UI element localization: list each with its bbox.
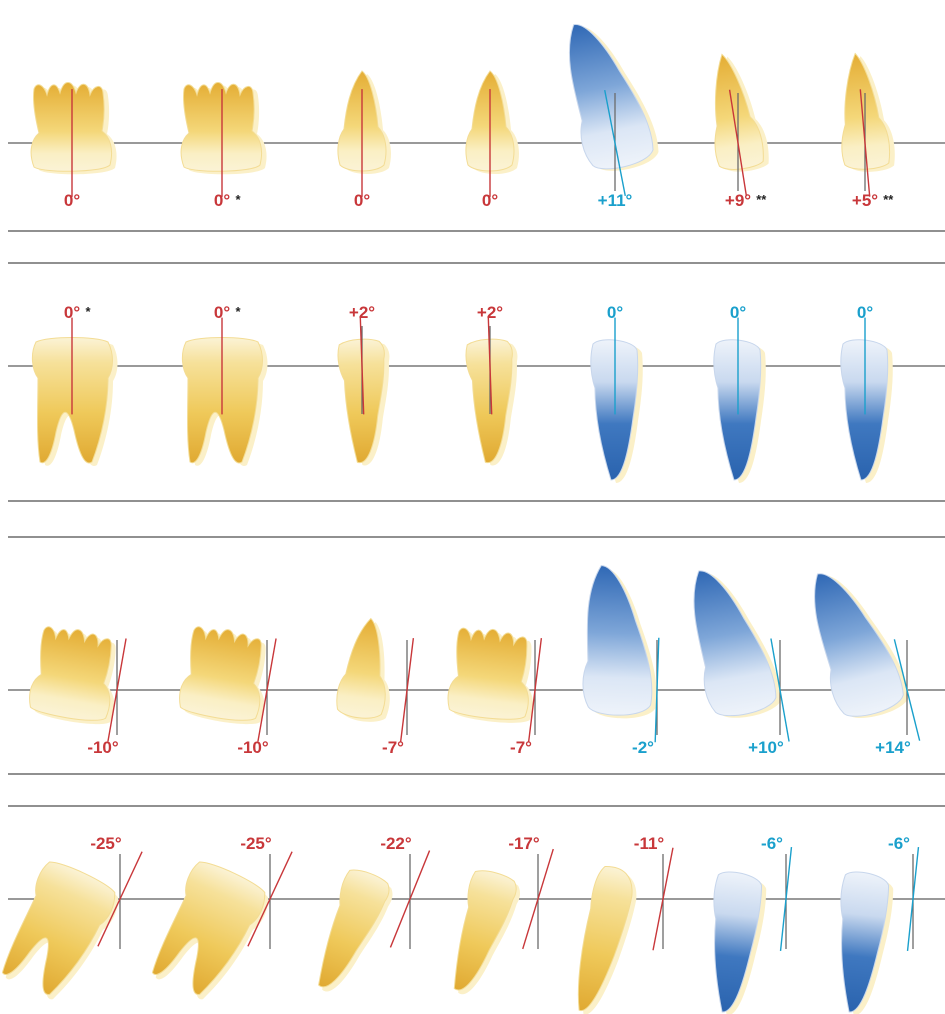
tooth-incisor <box>591 340 643 483</box>
row-4 <box>0 856 895 1014</box>
tooth-body <box>27 623 122 724</box>
tooth <box>438 866 524 1002</box>
angle-label: -17° <box>508 834 540 853</box>
angle-label: -7° <box>510 738 532 757</box>
tooth-body <box>685 561 779 720</box>
significance-stars: * <box>236 192 242 207</box>
tooth-molar <box>26 623 126 728</box>
angle-label: 0° <box>730 303 746 322</box>
tooth-molar <box>182 338 267 466</box>
tooth <box>338 71 391 174</box>
angle-label: +11° <box>598 191 633 210</box>
tooth <box>465 338 521 466</box>
tooth <box>466 71 519 174</box>
angle-label: 0° <box>64 191 80 210</box>
angle-label: -6° <box>888 834 910 853</box>
angle-label: 0° <box>857 303 873 322</box>
angle-label: 0° <box>354 191 370 210</box>
angle-label: 0° <box>482 191 498 210</box>
angle-label: 0° <box>214 191 230 210</box>
angle-label: -7° <box>382 738 404 757</box>
row-2 <box>32 338 892 484</box>
tooth-molar <box>176 623 276 728</box>
angle-label: -10° <box>87 738 119 757</box>
tooth-molar <box>181 83 266 175</box>
angle-label: +5° <box>852 191 878 210</box>
tooth-body <box>804 561 907 722</box>
angle-label: +2° <box>349 303 375 322</box>
angle-label: -25° <box>240 834 272 853</box>
tooth <box>334 616 399 725</box>
tooth-body <box>304 865 393 997</box>
tooth-incisor <box>841 340 893 483</box>
angle-label: +2° <box>477 303 503 322</box>
tooth-molar <box>31 83 116 175</box>
tooth-molar <box>446 625 542 727</box>
angle-label: -2° <box>632 738 654 757</box>
tooth-molar <box>144 856 275 1008</box>
angle-label: -11° <box>634 834 665 853</box>
angle-label: 0° <box>607 303 623 322</box>
angle-label: -22° <box>380 834 412 853</box>
angle-label: -10° <box>237 738 269 757</box>
tooth-incisor <box>685 561 784 724</box>
angle-label: 0° <box>64 303 80 322</box>
tooth-body <box>177 623 272 724</box>
tooth <box>701 50 772 176</box>
significance-stars: ** <box>756 192 767 207</box>
tooth-incisor <box>714 340 766 483</box>
row-1 <box>31 13 896 176</box>
tooth-molar <box>32 338 117 466</box>
tooth-incisor <box>560 13 662 176</box>
tooth-molar <box>0 856 125 1008</box>
angle-label: +14° <box>875 738 911 757</box>
tooth-axis-lines <box>390 851 429 949</box>
tooth-incisor <box>702 870 769 1014</box>
tooth <box>570 864 642 1014</box>
tooth <box>337 338 393 466</box>
tooth-incisor <box>582 565 661 720</box>
tooth-body <box>446 625 537 723</box>
angle-label: -6° <box>761 834 783 853</box>
tooth-incisor <box>804 560 913 725</box>
angle-label: -25° <box>90 834 122 853</box>
significance-stars: * <box>236 304 242 319</box>
significance-stars: * <box>86 304 92 319</box>
angle-label: +9° <box>725 191 751 210</box>
angle-label: 0° <box>214 303 230 322</box>
significance-stars: ** <box>883 192 894 207</box>
tooth-body <box>560 14 656 174</box>
tooth-incisor <box>829 870 896 1014</box>
angle-label: +10° <box>748 738 784 757</box>
tooth <box>303 865 398 1001</box>
